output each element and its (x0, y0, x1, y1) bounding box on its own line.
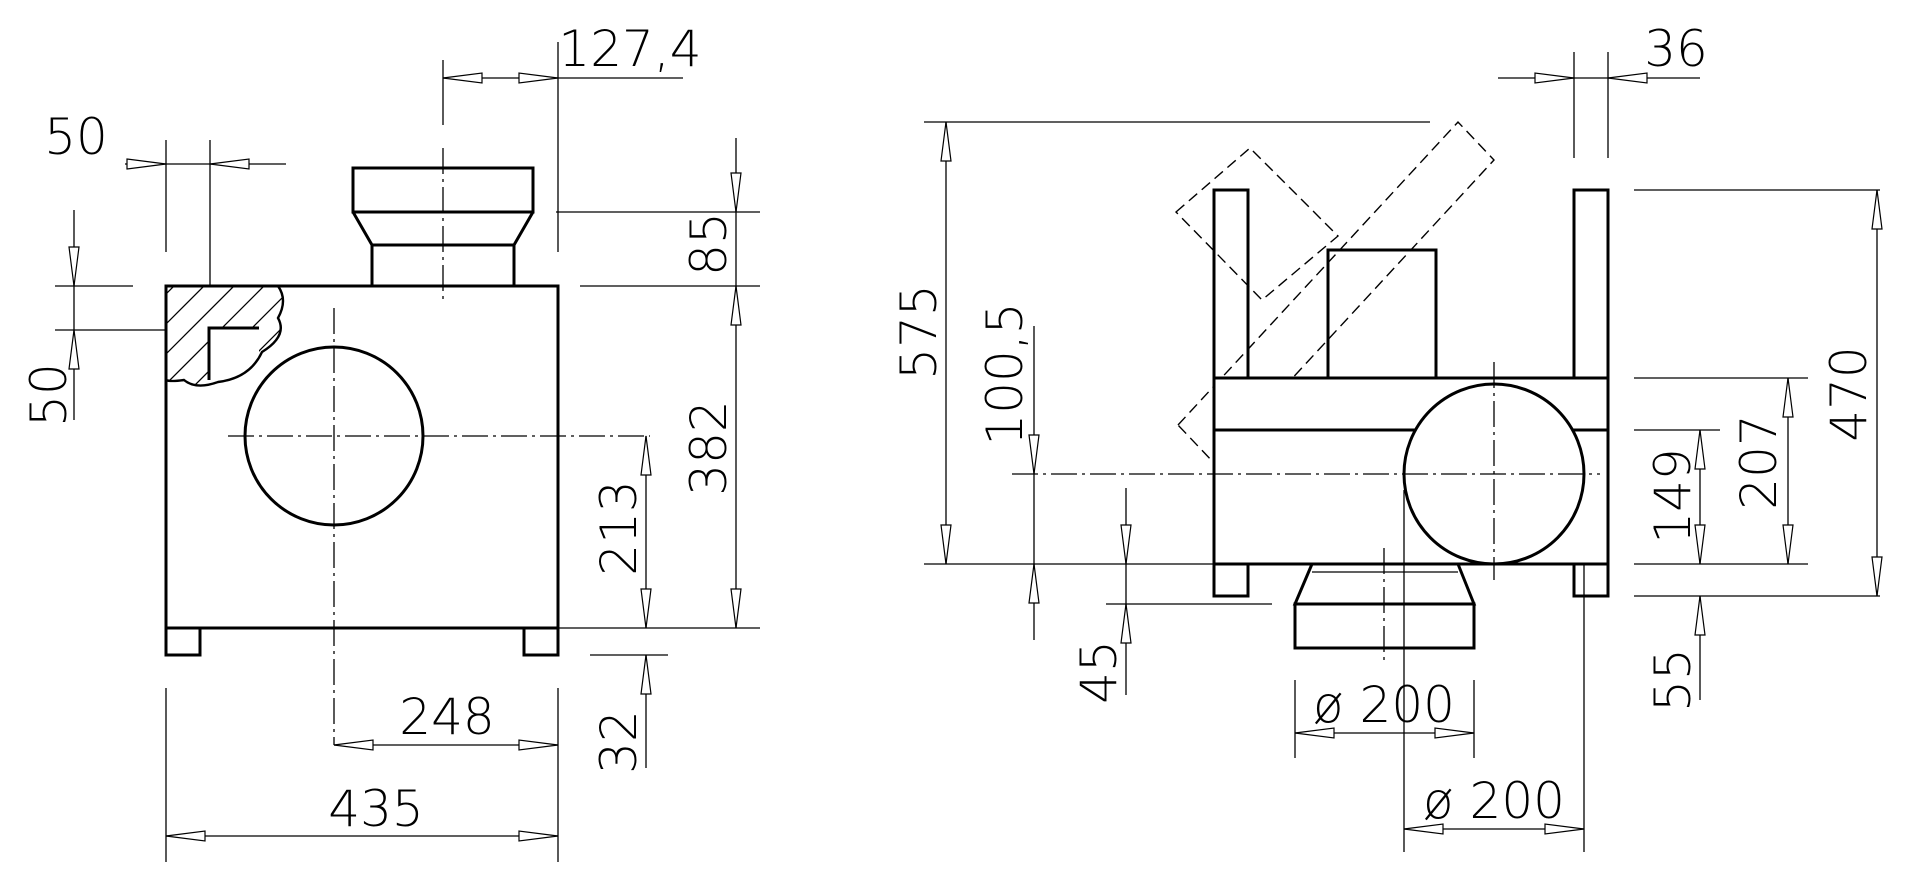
dim-left-213: 213 (590, 480, 648, 575)
right-foot-right (1572, 562, 1610, 598)
dim-right-100-5: 100,5 (976, 302, 1034, 445)
left-foot-2 (522, 626, 560, 657)
dim-left-85: 85 (680, 212, 738, 276)
dim-left-382: 382 (680, 400, 738, 495)
inner-wall-step (207, 326, 259, 380)
dim-right-outlet-diameter: ø 200 (1313, 676, 1455, 734)
left-body (164, 284, 560, 630)
tilted-position-hidden (1174, 120, 1495, 465)
dim-right-55: 55 (1644, 648, 1702, 712)
dim-left-32: 32 (590, 710, 648, 774)
dim-right-470: 470 (1820, 346, 1878, 441)
dim-right-45: 45 (1070, 640, 1128, 704)
dim-left-50-vertical: 50 (20, 363, 78, 427)
dim-right-575: 575 (890, 284, 948, 379)
dim-left-435: 435 (328, 780, 423, 838)
break-line (165, 285, 285, 387)
left-foot-1 (164, 626, 202, 657)
right-foot-left (1212, 562, 1250, 598)
dim-right-inlet-diameter: ø 200 (1423, 772, 1565, 830)
dim-right-149: 149 (1644, 448, 1702, 543)
left-view: 127,4 50 50 85 382 213 32 248 435 (20, 20, 760, 862)
dim-left-248: 248 (399, 688, 494, 746)
dim-right-207: 207 (1730, 414, 1788, 509)
right-view: 36 575 100,5 45 ø 200 ø 200 470 207 149 … (890, 20, 1883, 852)
hatched-section (166, 286, 283, 386)
dim-left-127-4: 127,4 (558, 20, 701, 78)
dim-left-50-horizontal: 50 (44, 108, 108, 166)
dim-right-36: 36 (1644, 20, 1708, 78)
right-top-duct (1326, 248, 1438, 380)
